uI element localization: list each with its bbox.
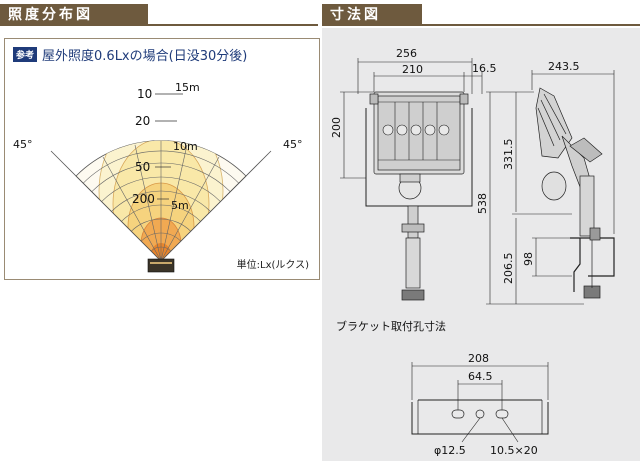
lamp-lens (150, 262, 172, 264)
illuminance-title-rule (0, 24, 318, 26)
bracket-width: 208 (468, 352, 489, 365)
angle-rays (102, 141, 220, 262)
bracket-hole-slot: 10.5×20 (490, 444, 538, 457)
side-view (535, 87, 615, 299)
lux-label-200: 200 (132, 192, 155, 206)
distance-label-10m: 10m (173, 140, 198, 153)
dim-clamp-height: 98 (522, 252, 535, 266)
head-fins (378, 101, 460, 161)
angle-label-left: 45° (13, 138, 33, 151)
reference-note-text: 屋外照度0.6Lxの場合(日没30分後) (42, 49, 248, 64)
dim-head-height: 200 (330, 117, 343, 138)
dim-depth: 243.5 (548, 60, 580, 73)
unit-note: 単位:Lx(ルクス) (236, 260, 309, 271)
angle-line-right (160, 150, 272, 262)
distance-label-15m: 15m (175, 81, 200, 94)
led-array (382, 124, 450, 136)
lux-label-50: 50 (135, 160, 150, 174)
bracket-title: ブラケット取付孔寸法 (336, 319, 446, 333)
dim-offset: 16.5 (472, 62, 497, 75)
lux-label-10: 10 (137, 87, 152, 101)
angle-line-left (50, 150, 162, 262)
side-dimensions (486, 70, 615, 305)
lamp-icon (147, 258, 175, 273)
reference-badge: 参考 (13, 47, 38, 62)
dim-width-head: 210 (402, 63, 423, 76)
bracket-dimensions (411, 362, 549, 443)
illuminance-section-title: 照度分布図 (0, 4, 148, 26)
distance-label-5m: 5m (171, 199, 189, 212)
bracket-hole-round: φ12.5 (434, 444, 466, 457)
dim-width-overall: 256 (396, 47, 417, 60)
dimension-title-rule (322, 24, 640, 26)
front-dimensions (340, 58, 483, 179)
angle-label-right: 45° (283, 138, 303, 151)
bracket-view (411, 399, 549, 435)
lux-label-20: 20 (135, 114, 150, 128)
front-view (365, 91, 473, 301)
bracket-pitch: 64.5 (468, 370, 493, 383)
dimension-drawing: 256 210 16.5 243.5 200 538 331.5 206.5 9… (330, 47, 615, 457)
dim-height-upper: 331.5 (502, 139, 515, 171)
dimension-section-title: 寸法図 (322, 4, 422, 26)
dim-height-total: 538 (476, 193, 489, 214)
illuminance-diagram: 10 20 50 200 15m 10m 5m 45° 45° (13, 81, 303, 273)
dim-height-lower: 206.5 (502, 253, 515, 285)
lux-leaders (155, 93, 183, 200)
illuminance-panel: 参考屋外照度0.6Lxの場合(日没30分後) (4, 38, 320, 280)
reference-note: 参考屋外照度0.6Lxの場合(日没30分後) (13, 45, 247, 64)
dimension-panel: 256 210 16.5 243.5 200 538 331.5 206.5 9… (322, 28, 640, 461)
